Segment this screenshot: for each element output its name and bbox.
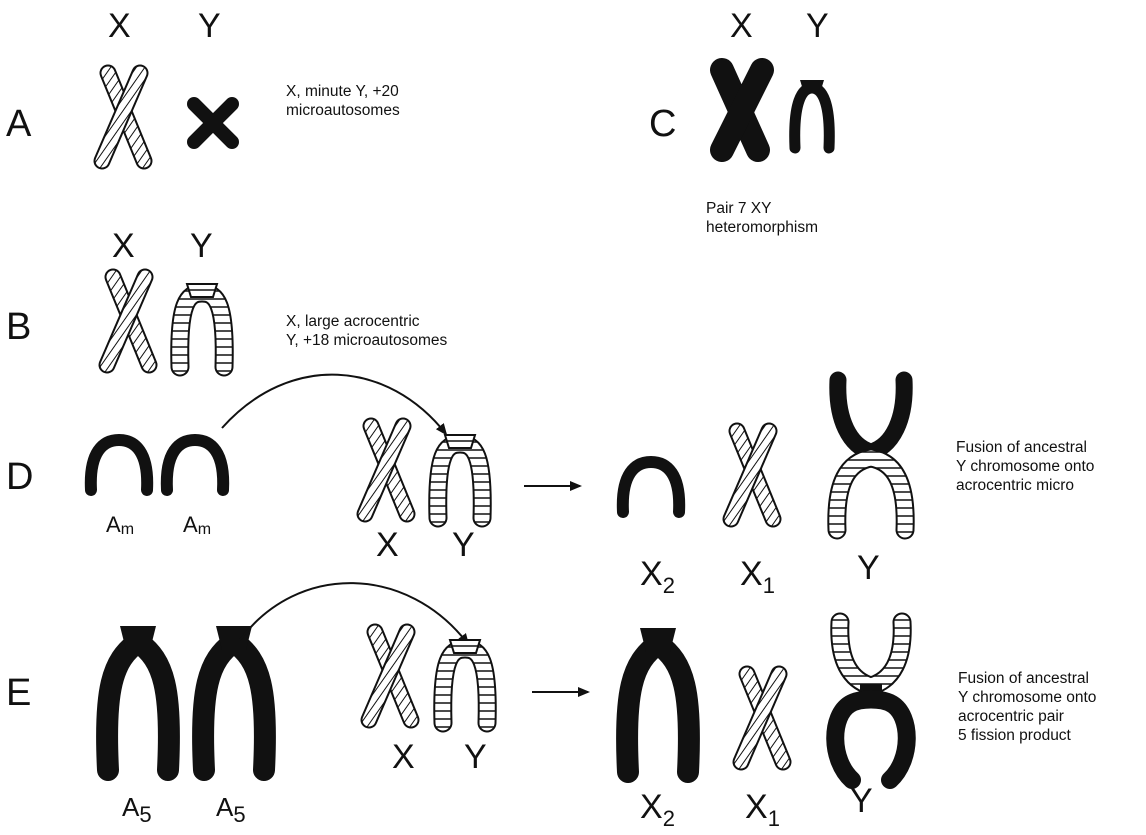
e-x-label: X [392,738,415,776]
e-y-chromosome [443,640,488,723]
b-y-chromosome [180,284,225,367]
d-y-fused-chromosome [837,380,905,530]
c-y-label: Y [806,7,829,45]
e-note-line-1: Fusion of ancestral [958,670,1089,687]
d-x1-label-base: X [740,555,763,593]
a-note-line-1: X, minute Y, +20 [286,83,399,100]
d-x1-chromosome [731,431,773,519]
d-curved-arrow [222,375,446,434]
d-am-label-2: Am [183,512,211,538]
row-label-c: C [649,103,676,145]
e-a5-label-2-base: A [216,792,234,822]
d-x2-label: X2 [640,555,675,598]
e-note-line-4: 5 fission product [958,727,1072,744]
row-label-e: E [6,672,31,714]
d-am-label-1: Am [106,512,134,538]
a-note-line-2: microautosomes [286,102,400,119]
a-y-label: Y [198,7,221,45]
e-a5-label-1-base: A [122,792,140,822]
c-note-line-2: heteromorphism [706,219,818,236]
a-x-label: X [108,7,131,45]
e-curved-arrow [240,583,468,644]
c-x-label: X [730,7,753,45]
e-y-result-label: Y [850,782,873,820]
row-label-d: D [6,456,33,498]
b-note-line-2: Y, +18 microautosomes [286,332,448,349]
e-note-line-3: acrocentric pair [958,708,1064,725]
d-y-chromosome [438,435,483,518]
e-x2-label-sub: 2 [663,806,675,831]
b-note-line-1: X, large acrocentric [286,313,420,330]
d-am-label-2-base: A [183,512,198,537]
d-am-label-1-sub: m [121,521,134,538]
d-am-label-2-sub: m [198,521,211,538]
b-y-label: Y [190,227,213,265]
d-x2-label-base: X [640,555,663,593]
e-x1-chromosome [741,674,783,762]
b-x-chromosome [107,277,149,365]
b-x-label: X [112,227,135,265]
e-x2-label: X2 [640,788,675,831]
d-x2-label-sub: 2 [663,573,675,598]
e-a5-label-1-sub: 5 [139,802,151,827]
e-a5-chromosome-2 [203,626,265,770]
row-label-a: A [6,103,32,145]
d-y-result-label: Y [857,549,880,587]
a-x-chromosome [102,73,144,161]
row-label-b: B [6,306,31,348]
d-note-line-3: acrocentric micro [956,477,1074,494]
e-x2-chromosome [627,628,689,772]
d-am-chromosome-2 [167,440,223,490]
d-x2-chromosome [623,462,679,512]
e-a5-label-1: A5 [122,792,152,827]
e-x1-label-base: X [745,788,768,826]
e-y-fused-chromosome [835,622,907,780]
e-x1-label: X1 [745,788,780,831]
d-am-label-1-base: A [106,512,121,537]
c-note-line-1: Pair 7 XY [706,200,771,217]
e-a5-label-2-sub: 5 [233,802,245,827]
d-x-chromosome [365,426,407,514]
d-note-line-1: Fusion of ancestral [956,439,1087,456]
d-y-label: Y [452,526,475,564]
d-note-line-2: Y chromosome onto [956,458,1094,475]
e-a5-label-2: A5 [216,792,246,827]
e-note-line-2: Y chromosome onto [958,689,1096,706]
d-x1-label: X1 [740,555,775,598]
d-x-label: X [376,526,399,564]
e-x-chromosome [369,632,411,720]
e-a5-chromosome-1 [107,626,169,770]
a-minute-y-chromosome [194,104,232,142]
e-x1-label-sub: 1 [768,806,780,831]
c-y-chromosome [795,80,830,148]
d-x1-label-sub: 1 [763,573,775,598]
c-x-chromosome [722,70,762,150]
d-am-chromosome-1 [91,440,147,490]
e-y-label: Y [464,738,487,776]
e-x2-label-base: X [640,788,663,826]
